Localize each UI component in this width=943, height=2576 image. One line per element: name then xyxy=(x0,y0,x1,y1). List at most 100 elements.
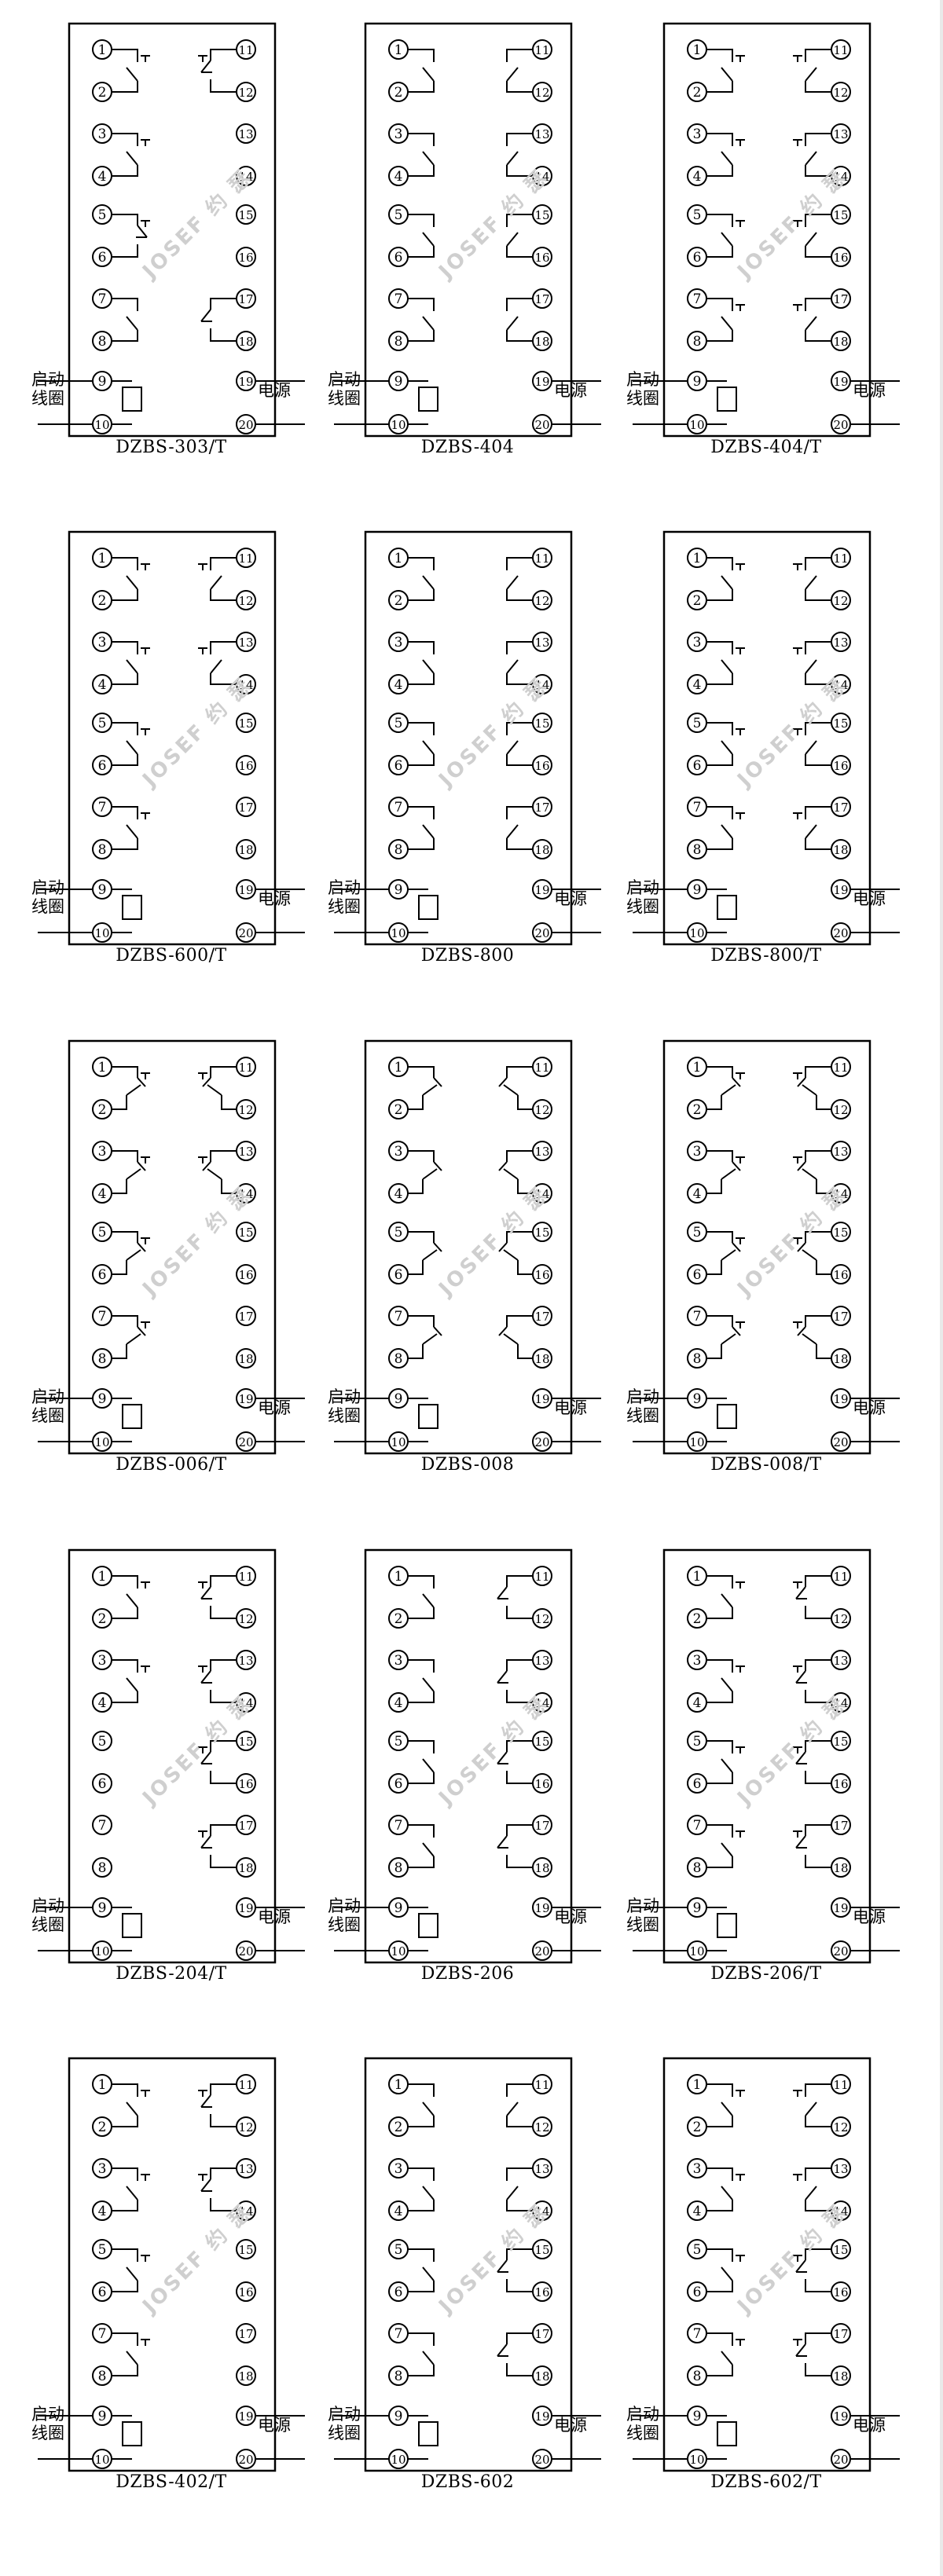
coil-symbol xyxy=(717,387,737,412)
svg-text:17: 17 xyxy=(238,1310,253,1324)
coil-symbol xyxy=(418,387,438,412)
coil-label: 启动线圈 xyxy=(31,1896,69,1934)
terminal-4: 4 xyxy=(92,1183,112,1204)
coil-circuit xyxy=(633,889,900,933)
svg-text:17: 17 xyxy=(238,2327,253,2341)
svg-text:9: 9 xyxy=(394,1391,403,1407)
contact-right-1 xyxy=(506,557,533,601)
coil-label-line-1: 启动 xyxy=(328,878,361,897)
terminal-17: 17 xyxy=(236,1815,256,1835)
contact-left-4 xyxy=(408,1315,442,1359)
svg-text:5: 5 xyxy=(693,1225,702,1240)
terminal-12: 12 xyxy=(831,1608,851,1629)
svg-text:9: 9 xyxy=(98,1900,107,1916)
contact-right-4 xyxy=(793,1824,831,1868)
terminal-9: 9 xyxy=(388,2406,409,2426)
coil-symbol xyxy=(122,895,142,920)
terminal-14: 14 xyxy=(831,2200,851,2221)
svg-text:9: 9 xyxy=(693,882,702,898)
terminal-2: 2 xyxy=(388,1099,409,1119)
relay-housing xyxy=(68,1039,277,1455)
svg-text:18: 18 xyxy=(238,1861,253,1875)
terminal-7: 7 xyxy=(687,288,707,309)
terminal-5: 5 xyxy=(687,713,707,733)
svg-text:13: 13 xyxy=(238,1145,253,1159)
contact-left-2 xyxy=(112,1150,150,1194)
svg-text:14: 14 xyxy=(833,170,848,184)
terminal-1: 1 xyxy=(388,39,409,60)
coil-symbol xyxy=(717,1404,737,1429)
terminal-13: 13 xyxy=(236,1141,256,1161)
terminal-20: 20 xyxy=(831,2449,851,2469)
svg-text:11: 11 xyxy=(833,551,848,566)
terminal-9: 9 xyxy=(687,879,707,900)
svg-text:13: 13 xyxy=(833,1145,848,1159)
svg-text:2: 2 xyxy=(693,1102,702,1118)
terminal-20: 20 xyxy=(532,2449,552,2469)
svg-text:2: 2 xyxy=(394,1102,403,1118)
svg-text:17: 17 xyxy=(833,292,848,306)
terminal-16: 16 xyxy=(532,755,552,775)
terminal-20: 20 xyxy=(236,414,256,434)
coil-symbol xyxy=(418,2421,438,2446)
coil-circuit xyxy=(38,1398,305,1442)
terminal-5: 5 xyxy=(388,1222,409,1242)
terminal-2: 2 xyxy=(687,590,707,610)
svg-text:15: 15 xyxy=(238,716,253,731)
svg-text:4: 4 xyxy=(693,677,702,693)
contact-left-3 xyxy=(408,1231,442,1275)
terminal-11: 11 xyxy=(532,1566,552,1586)
terminal-20: 20 xyxy=(532,414,552,434)
contact-left-2 xyxy=(408,2167,435,2211)
svg-text:7: 7 xyxy=(98,800,107,815)
model-caption: DZBS-006/T xyxy=(116,1455,227,1475)
terminal-2: 2 xyxy=(92,1099,112,1119)
svg-text:16: 16 xyxy=(238,2285,253,2299)
coil-label-line-1: 启动 xyxy=(31,2405,64,2424)
terminal-2: 2 xyxy=(388,2116,409,2137)
terminal-3: 3 xyxy=(92,1141,112,1161)
terminal-4: 4 xyxy=(388,674,409,694)
svg-text:11: 11 xyxy=(534,43,549,57)
model-caption: DZBS-800 xyxy=(420,946,515,966)
terminal-13: 13 xyxy=(831,1141,851,1161)
terminal-9: 9 xyxy=(687,371,707,391)
svg-text:11: 11 xyxy=(534,1570,549,1584)
model-caption: DZBS-404 xyxy=(420,438,515,457)
svg-text:17: 17 xyxy=(833,2327,848,2341)
svg-text:4: 4 xyxy=(394,1186,403,1202)
terminal-9: 9 xyxy=(388,879,409,900)
svg-text:5: 5 xyxy=(98,207,107,223)
svg-text:13: 13 xyxy=(833,2162,848,2176)
svg-text:14: 14 xyxy=(238,1696,253,1710)
terminal-3: 3 xyxy=(687,123,707,144)
terminal-19: 19 xyxy=(236,879,256,900)
terminal-10: 10 xyxy=(92,1940,112,1961)
contact-right-2 xyxy=(198,2167,237,2211)
svg-text:11: 11 xyxy=(534,551,549,566)
contact-left-3 xyxy=(706,214,745,258)
contact-right-4 xyxy=(793,806,831,850)
svg-text:3: 3 xyxy=(693,126,702,142)
terminal-13: 13 xyxy=(831,1650,851,1670)
terminal-5: 5 xyxy=(388,1731,409,1751)
contact-right-3 xyxy=(198,1740,237,1784)
terminal-20: 20 xyxy=(831,922,851,943)
terminal-3: 3 xyxy=(687,1141,707,1161)
terminal-19: 19 xyxy=(831,371,851,391)
svg-text:7: 7 xyxy=(693,800,702,815)
svg-text:1: 1 xyxy=(394,1060,403,1075)
relay-housing xyxy=(68,22,277,438)
coil-label-line-1: 启动 xyxy=(626,878,659,897)
svg-text:19: 19 xyxy=(534,1392,549,1406)
terminal-15: 15 xyxy=(236,1731,256,1751)
svg-text:15: 15 xyxy=(534,716,549,731)
svg-text:16: 16 xyxy=(833,2285,848,2299)
terminal-17: 17 xyxy=(831,1306,851,1326)
svg-text:13: 13 xyxy=(238,636,253,650)
svg-text:6: 6 xyxy=(394,758,403,774)
coil-label-line-2: 线圈 xyxy=(328,897,361,916)
model-caption: DZBS-800/T xyxy=(710,946,822,966)
